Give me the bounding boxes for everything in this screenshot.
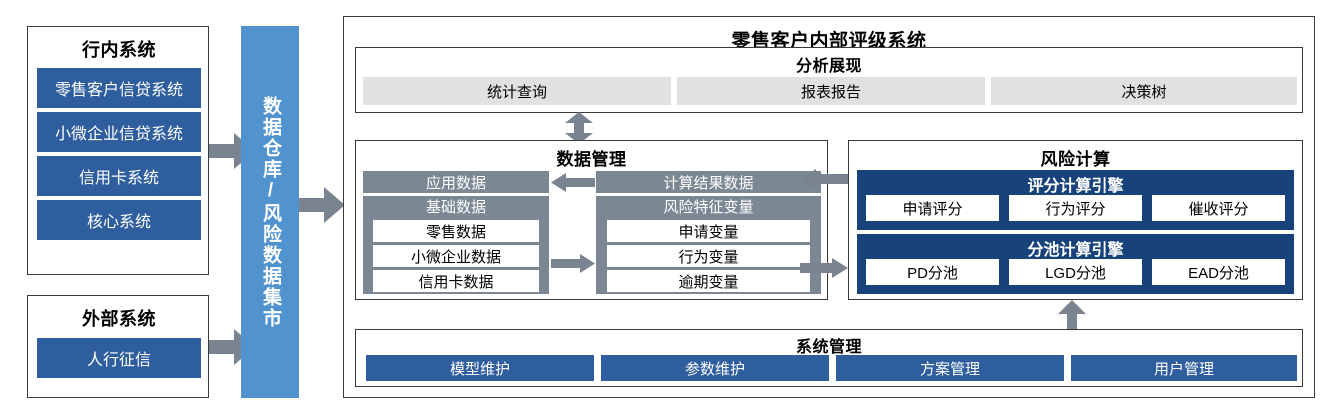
arrow-up-icon-sysmgmt-to-risk	[1058, 300, 1086, 330]
internal-system-item-3[interactable]: 核心系统	[37, 200, 201, 240]
pooling-engine-item-2-label: EAD分池	[1188, 264, 1249, 282]
data-warehouse-bar: 数据仓库/风险数据集市	[241, 26, 299, 398]
system-management-item-2-label: 方案管理	[919, 360, 980, 378]
data-management-right-group-header-label: 风险特征变量	[663, 199, 754, 216]
system-management-item-0[interactable]: 模型维护	[366, 355, 594, 381]
pooling-engine-item-0[interactable]: PD分池	[866, 259, 999, 285]
external-system-item-0[interactable]: 人行征信	[37, 338, 201, 378]
data-management-left-item-1-label: 小微企业数据	[410, 248, 501, 266]
data-management-right-item-2[interactable]: 逾期变量	[607, 270, 810, 292]
scoring-engine-item-0[interactable]: 申请评分	[866, 195, 999, 221]
pooling-engine-group: 分池计算引擎 PD分池 LGD分池 EAD分池	[857, 234, 1294, 294]
internal-system-item-3-label: 核心系统	[86, 214, 151, 231]
analysis-item-1[interactable]: 报表报告	[677, 77, 985, 105]
internal-systems-panel: 行内系统 零售客户信贷系统 小微企业信贷系统 信用卡系统 核心系统	[27, 26, 209, 275]
system-management-item-0-label: 模型维护	[449, 360, 510, 378]
data-management-right-top-header: 计算结果数据	[596, 171, 821, 193]
scoring-engine-item-2-label: 催收评分	[1188, 200, 1249, 218]
analysis-item-0[interactable]: 统计查询	[363, 77, 671, 105]
analysis-section: 分析展现 统计查询 报表报告 决策树	[355, 47, 1303, 113]
risk-calculation-title: 风险计算	[1040, 150, 1111, 169]
internal-system-item-1[interactable]: 小微企业信贷系统	[37, 112, 201, 152]
system-management-item-1[interactable]: 参数维护	[601, 355, 829, 381]
analysis-item-0-label: 统计查询	[486, 83, 547, 101]
data-management-right-top-header-label: 计算结果数据	[663, 174, 754, 192]
arrow-right-icon-variables-to-risk	[800, 258, 848, 278]
internal-system-item-0-label: 零售客户信贷系统	[54, 82, 183, 99]
pooling-engine-item-2[interactable]: EAD分池	[1152, 259, 1285, 285]
pooling-engine-item-0-label: PD分池	[907, 264, 958, 282]
pooling-engine-title: 分池计算引擎	[1027, 242, 1124, 259]
risk-calculation-section: 风险计算 评分计算引擎 申请评分 行为评分 催收评分 分池计算引擎 PD分池 L…	[848, 140, 1303, 300]
data-management-left-item-0-label: 零售数据	[425, 223, 486, 241]
data-management-right-item-0-label: 申请变量	[678, 223, 739, 241]
data-management-left-group-header-label: 基础数据	[425, 199, 486, 216]
data-management-left-top-header-label: 应用数据	[425, 174, 486, 192]
pooling-engine-item-1-label: LGD分池	[1045, 264, 1106, 282]
arrow-right-icon-warehouse-to-system	[299, 187, 345, 223]
arrow-left-icon-risk-to-results	[800, 169, 848, 189]
analysis-section-title: 分析展现	[795, 58, 862, 75]
data-management-left-item-2-label: 信用卡数据	[418, 273, 494, 291]
data-management-left-item-1[interactable]: 小微企业数据	[373, 245, 539, 267]
data-management-left-item-2[interactable]: 信用卡数据	[373, 270, 539, 292]
data-management-right-group-header: 风险特征变量	[596, 197, 821, 219]
internal-system-item-0[interactable]: 零售客户信贷系统	[37, 68, 201, 108]
system-management-item-3[interactable]: 用户管理	[1071, 355, 1297, 381]
pooling-engine-item-1[interactable]: LGD分池	[1009, 259, 1142, 285]
system-management-item-1-label: 参数维护	[684, 360, 745, 378]
data-management-right-item-1-label: 行为变量	[678, 248, 739, 266]
scoring-engine-item-2[interactable]: 催收评分	[1152, 195, 1285, 221]
internal-system-item-2-label: 信用卡系统	[78, 170, 159, 187]
scoring-engine-item-0-label: 申请评分	[902, 200, 963, 218]
arrow-left-icon-results-to-application	[551, 173, 595, 192]
analysis-item-2[interactable]: 决策树	[991, 77, 1297, 105]
data-management-left-group-header: 基础数据	[363, 197, 549, 219]
system-management-item-3-label: 用户管理	[1153, 360, 1214, 378]
rating-system-title: 零售客户内部评级系统	[731, 31, 927, 52]
system-management-title: 系统管理	[795, 339, 862, 356]
system-management-section: 系统管理 模型维护 参数维护 方案管理 用户管理	[355, 329, 1303, 387]
analysis-item-2-label: 决策树	[1121, 83, 1167, 101]
data-management-section: 数据管理 应用数据 基础数据 零售数据 小微企业数据 信用卡数据 计算结果数据 …	[355, 140, 828, 300]
data-management-title: 数据管理	[556, 150, 627, 169]
data-warehouse-label: 数据仓库/风险数据集市	[259, 95, 281, 329]
data-management-left-group: 基础数据 零售数据 小微企业数据 信用卡数据	[363, 196, 549, 294]
scoring-engine-title: 评分计算引擎	[1027, 178, 1124, 195]
scoring-engine-item-1-label: 行为评分	[1045, 200, 1106, 218]
arrow-right-icon-base-to-variables	[551, 254, 595, 273]
analysis-item-1-label: 报表报告	[800, 83, 861, 101]
data-management-right-item-0[interactable]: 申请变量	[607, 220, 810, 242]
scoring-engine-item-1[interactable]: 行为评分	[1009, 195, 1142, 221]
data-management-left-item-0[interactable]: 零售数据	[373, 220, 539, 242]
arrow-up-down-icon-analysis-data	[565, 112, 593, 144]
data-management-left-top-header: 应用数据	[363, 171, 549, 193]
external-systems-title: 外部系统	[82, 309, 156, 329]
data-management-right-group: 风险特征变量 申请变量 行为变量 逾期变量	[596, 196, 821, 294]
internal-systems-title: 行内系统	[82, 40, 156, 60]
external-systems-panel: 外部系统 人行征信	[27, 295, 209, 398]
data-management-right-item-2-label: 逾期变量	[678, 273, 739, 291]
scoring-engine-group: 评分计算引擎 申请评分 行为评分 催收评分	[857, 170, 1294, 230]
external-system-item-0-label: 人行征信	[86, 352, 151, 369]
internal-system-item-1-label: 小微企业信贷系统	[54, 126, 183, 143]
system-management-item-2[interactable]: 方案管理	[836, 355, 1064, 381]
internal-system-item-2[interactable]: 信用卡系统	[37, 156, 201, 196]
data-management-right-item-1[interactable]: 行为变量	[607, 245, 810, 267]
